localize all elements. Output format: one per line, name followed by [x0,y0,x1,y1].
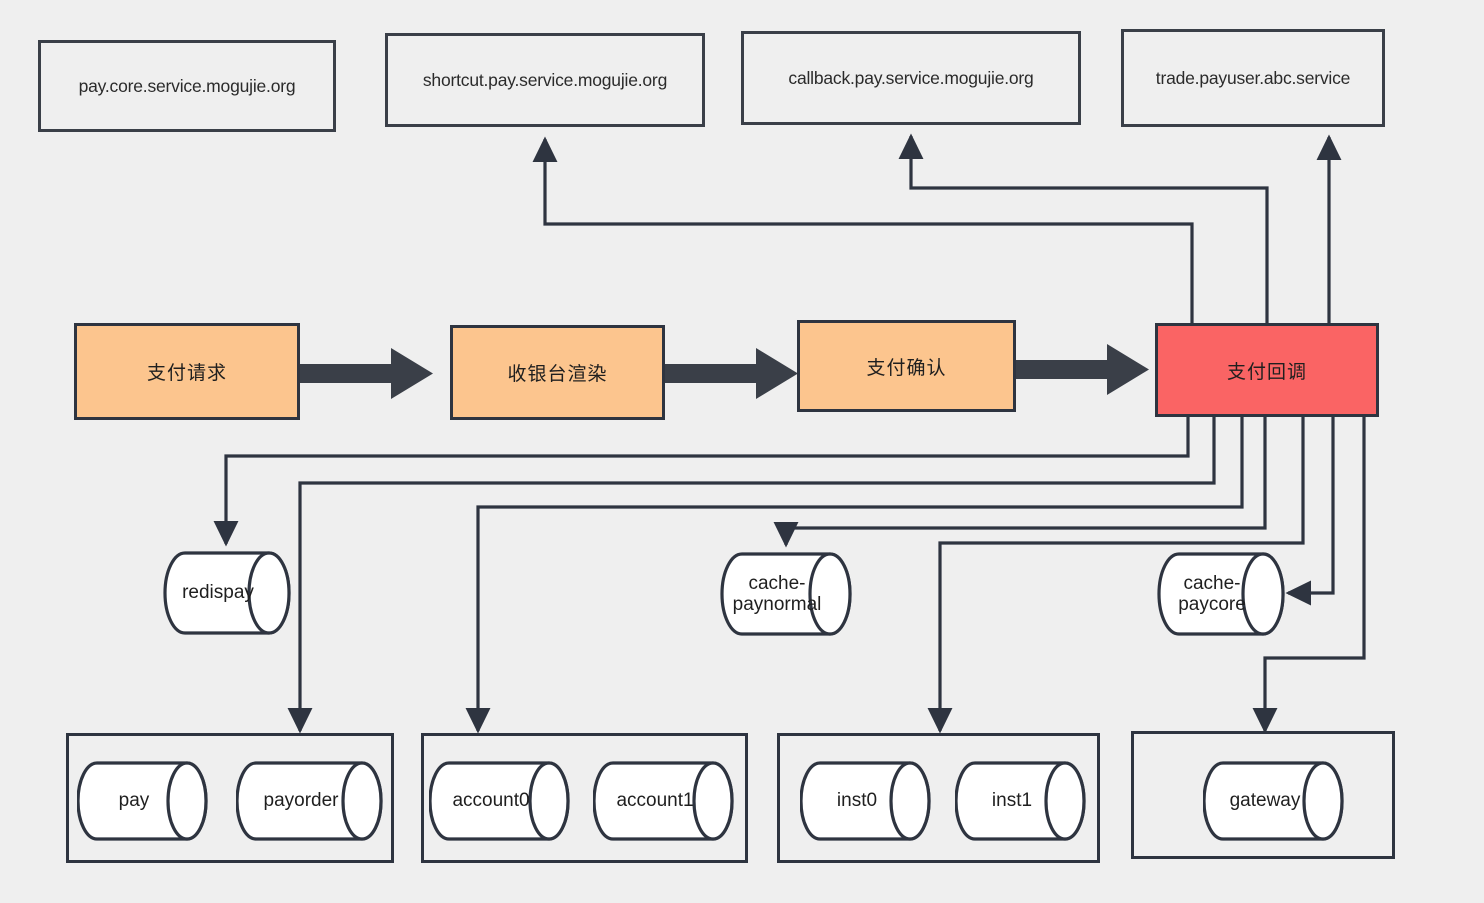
cylinder-shape [1157,552,1285,636]
cylinder-shape [1203,761,1344,841]
db-cylinder-inst0[interactable]: inst0 [800,761,932,841]
wire-callback-to-callbacksvc [898,133,1269,323]
service-box-pay-core[interactable]: pay.core.service.mogujie.org [38,40,336,132]
db-cylinder-pay[interactable]: pay [77,761,209,841]
flow-arrow-group [300,344,1149,399]
stage-box-pay-request[interactable]: 支付请求 [74,323,300,420]
db-cylinder-inst1[interactable]: inst1 [955,761,1087,841]
stage-box-pay-confirm[interactable]: 支付确认 [797,320,1016,412]
cylinder-shape [236,761,383,841]
stage-box-label: 支付请求 [146,363,227,384]
db-cylinder-account1[interactable]: account1 [593,761,735,841]
stage-box-label: 支付回调 [1226,361,1307,383]
db-group-pay[interactable] [66,733,394,863]
stage-box-label: 支付确认 [866,357,947,379]
wire-callback-to-shortcut [532,136,1194,323]
wire-callback-to-groupgateway [1252,417,1366,734]
cache-cylinder-paynormal[interactable]: cache- paynormal [720,552,852,636]
stage-box-pay-callback[interactable]: 支付回调 [1155,323,1379,417]
service-box-label: callback.pay.service.mogujie.org [788,67,1034,88]
service-box-label: trade.payuser.abc.service [1155,67,1351,88]
db-group-inst[interactable] [777,733,1100,863]
cylinder-shape [77,761,208,841]
wire-callback-to-groupaccount [465,417,1244,734]
flow-arrow-3 [1016,344,1149,395]
flow-arrow-2 [665,348,798,399]
db-group-account[interactable] [421,733,748,863]
service-box-callback-pay[interactable]: callback.pay.service.mogujie.org [741,31,1081,125]
cache-cylinder-paycore[interactable]: cache- paycore [1157,552,1285,636]
wire-callback-to-cachepaycore [1285,417,1335,606]
flow-arrow-1 [300,348,433,399]
wire-callback-to-groupinst [927,417,1305,734]
stage-box-cashier-render[interactable]: 收银台渲染 [450,325,665,420]
cylinder-shape [800,761,931,841]
db-cylinder-account0[interactable]: account0 [429,761,571,841]
db-group-gateway[interactable] [1131,731,1395,859]
cylinder-shape [163,551,291,635]
wire-callback-to-grouppay [287,417,1216,734]
cylinder-shape [955,761,1086,841]
wire-callback-to-cachepaynormal [773,417,1267,548]
service-box-label: pay.core.service.mogujie.org [78,75,296,96]
cache-cylinder-redispay[interactable]: redispay [163,551,291,635]
cylinder-shape [593,761,734,841]
db-cylinder-gateway[interactable]: gateway [1203,761,1345,841]
stage-box-label: 收银台渲染 [507,364,608,385]
service-box-trade-payuser[interactable]: trade.payuser.abc.service [1121,29,1385,127]
wire-callback-to-redispay [213,417,1190,547]
service-box-label: shortcut.pay.service.mogujie.org [422,69,668,90]
cylinder-shape [720,552,852,636]
db-cylinder-payorder[interactable]: payorder [236,761,384,841]
service-box-shortcut-pay[interactable]: shortcut.pay.service.mogujie.org [385,33,705,127]
cylinder-shape [429,761,570,841]
